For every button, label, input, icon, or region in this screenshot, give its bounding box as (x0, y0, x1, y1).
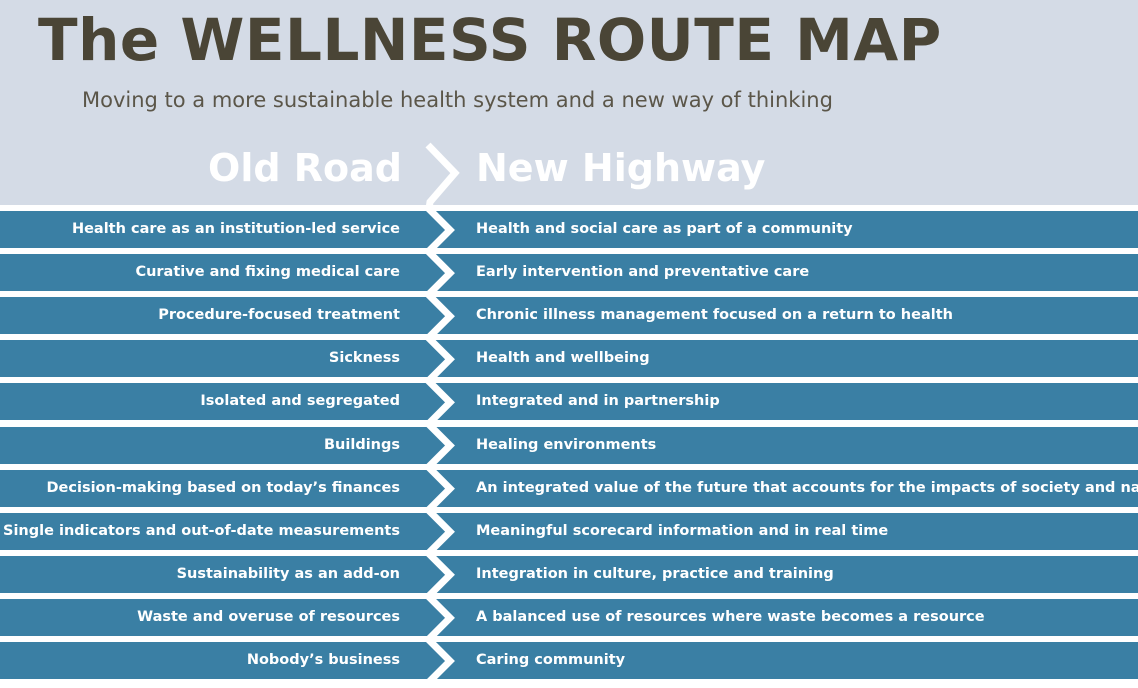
old-road-item: Single indicators and out-of-date measur… (3, 522, 400, 539)
old-road-item: Health care as an institution-led servic… (71, 221, 400, 237)
comparison-row: Decision-making based on today’s finance… (0, 469, 1138, 507)
old-road-item: Isolated and segregated (200, 393, 400, 410)
comparison-row: Single indicators and out-of-date measur… (0, 512, 1138, 550)
comparison-row: Sickness Health and wellbeing (0, 340, 1138, 378)
page-title: The WELLNESS ROUTE MAP (38, 6, 942, 74)
comparison-row: Waste and overuse of resources A balanced… (0, 598, 1138, 636)
comparison-row: Isolated and segregated Integrated and in… (0, 383, 1138, 421)
old-road-item: Nobody’s business (246, 652, 400, 668)
column-header-new-highway: New Highway (476, 146, 766, 190)
new-highway-item: Health and social care as part of a comm… (476, 221, 853, 237)
comparison-row: Nobody’s business Caring community (0, 642, 1138, 679)
new-highway-item: Health and wellbeing (476, 350, 650, 367)
new-highway-item: Caring community (476, 652, 626, 668)
new-highway-item: An integrated value of the future that a… (476, 479, 1138, 496)
comparison-row: Procedure-focused treatment Chronic illne… (0, 297, 1138, 335)
new-highway-item: Early intervention and preventative care (476, 264, 810, 281)
old-road-item: Curative and fixing medical care (135, 264, 400, 281)
old-road-item: Procedure-focused treatment (158, 307, 400, 324)
page-subtitle: Moving to a more sustainable health syst… (82, 88, 833, 112)
old-road-item: Decision-making based on today’s finance… (46, 479, 400, 496)
column-header-old-road: Old Road (208, 146, 402, 190)
new-highway-item: Chronic illness management focused on a … (476, 307, 953, 324)
comparison-row: Buildings Healing environments (0, 426, 1138, 464)
new-highway-item: A balanced use of resources where waste … (476, 608, 985, 625)
new-highway-item: Integration in culture, practice and tra… (476, 565, 834, 582)
old-road-item: Sustainability as an add-on (176, 565, 400, 582)
header: The WELLNESS ROUTE MAP Moving to a more … (0, 0, 1138, 205)
old-road-item: Waste and overuse of resources (137, 608, 400, 625)
comparison-row: Curative and fixing medical care Early in… (0, 254, 1138, 292)
new-highway-item: Meaningful scorecard information and in … (476, 522, 889, 539)
new-highway-item: Integrated and in partnership (476, 393, 720, 410)
new-highway-item: Healing environments (476, 436, 657, 453)
old-road-item: Buildings (324, 436, 400, 453)
old-road-item: Sickness (328, 350, 400, 367)
comparison-row: Sustainability as an add-on Integration i… (0, 555, 1138, 593)
comparison-row: Health care as an institution-led servic… (0, 211, 1138, 248)
